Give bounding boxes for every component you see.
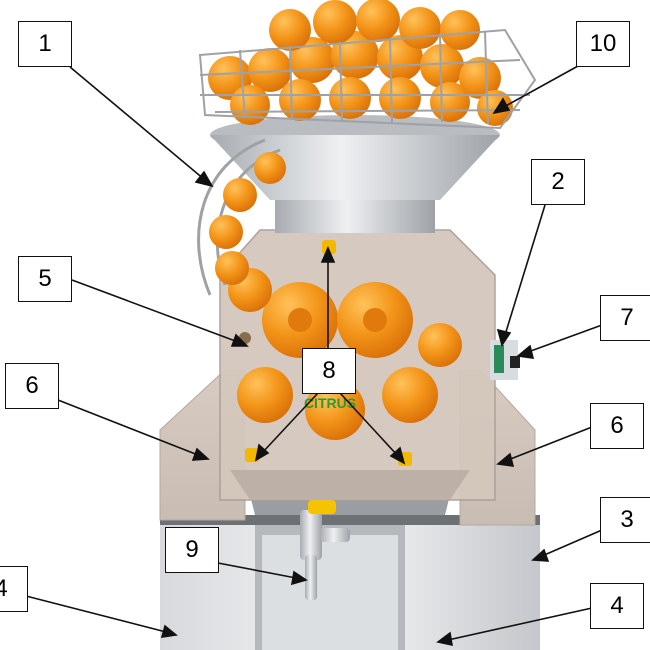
callout-6-left: 6	[5, 363, 59, 409]
base-cabinet	[160, 515, 540, 650]
callout-10: 10	[576, 21, 630, 67]
feeder-funnel	[210, 115, 500, 233]
callout-7: 7	[600, 295, 650, 341]
feed-chute	[197, 138, 286, 296]
callout-2: 2	[531, 159, 585, 205]
juicing-chamber: CITRUS	[219, 229, 496, 501]
callout-6-right: 6	[590, 403, 644, 449]
front-logo-text: CITRUS	[304, 395, 356, 411]
juice-tap	[300, 500, 350, 600]
leader-lines	[25, 65, 603, 647]
wire-basket	[198, 28, 537, 130]
callout-3: 3	[600, 497, 650, 543]
callout-5: 5	[18, 256, 72, 302]
callout-1: 1	[18, 21, 72, 67]
callout-4-left: 4	[0, 566, 28, 612]
control-panel	[490, 340, 520, 380]
callout-4-right: 4	[590, 583, 644, 629]
callout-9: 9	[165, 527, 219, 573]
callout-8: 8	[302, 348, 356, 394]
